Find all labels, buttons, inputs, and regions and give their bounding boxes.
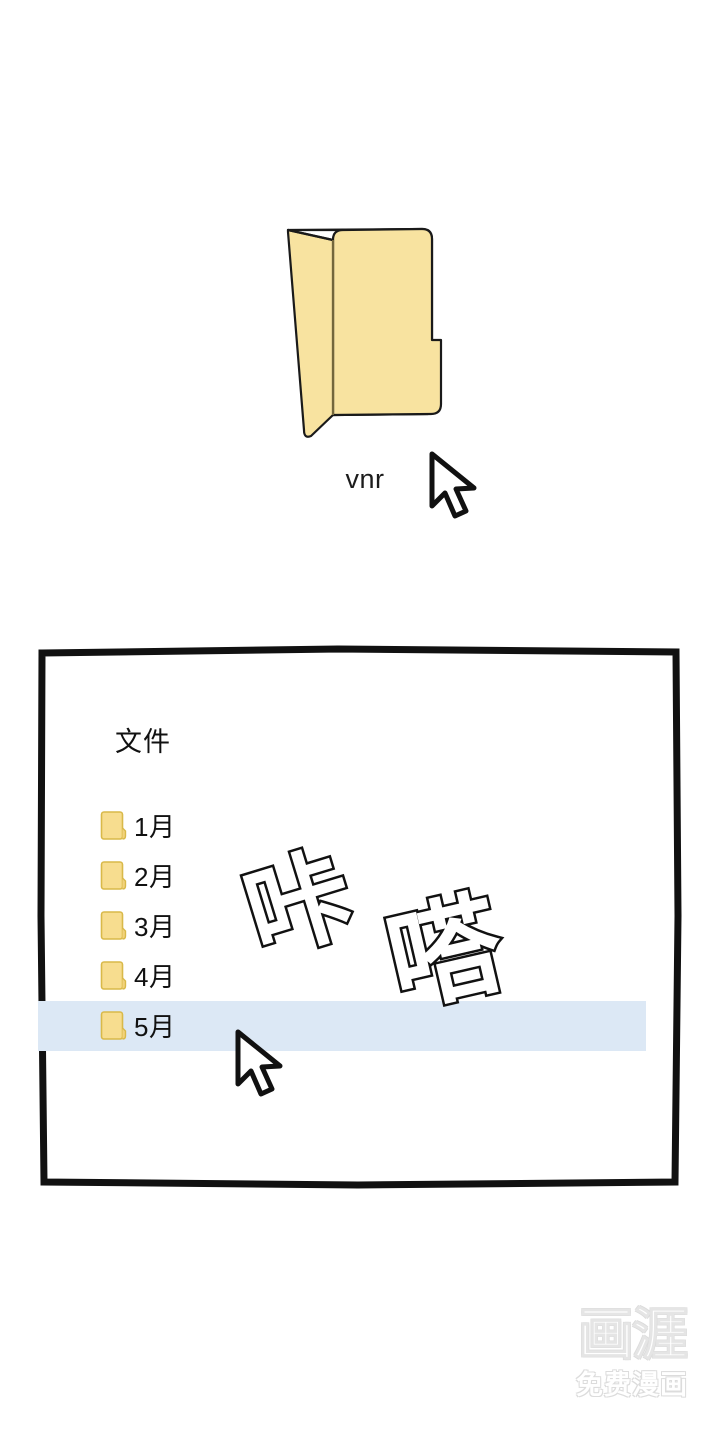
list-item-label: 4月: [134, 962, 176, 992]
folder-icon: [100, 860, 128, 892]
list-item[interactable]: 3月: [38, 901, 680, 951]
list-item-label: 5月: [134, 1012, 176, 1042]
list-item-selected[interactable]: 5月: [38, 1001, 646, 1051]
list-item-label: 3月: [134, 912, 176, 942]
window-content: 文件 1月: [38, 646, 680, 1188]
watermark: 画涯 免费漫画: [556, 1303, 708, 1426]
list-item-label: 2月: [134, 862, 176, 892]
folder-icon: [100, 1010, 128, 1042]
file-explorer-window: 文件 1月: [37, 645, 682, 1189]
folder-label: vnr: [345, 464, 385, 494]
list-item[interactable]: 1月: [38, 801, 680, 851]
folder-icon: [100, 960, 128, 992]
open-folder-illustration: [270, 218, 455, 448]
list-item-label: 1月: [134, 812, 176, 842]
list-item[interactable]: 4月: [38, 951, 680, 1001]
folder-icon: [100, 910, 128, 942]
mouse-cursor-arrow-icon: [230, 1028, 292, 1098]
folder-icon: [100, 810, 128, 842]
file-list: 1月 2月: [38, 801, 680, 1051]
watermark-subtitle: 免费漫画: [576, 1370, 688, 1401]
watermark-logo: 画涯: [578, 1303, 689, 1368]
mouse-cursor-arrow-icon: [424, 450, 486, 520]
files-heading: 文件: [115, 727, 171, 757]
list-item[interactable]: 2月: [38, 851, 680, 901]
